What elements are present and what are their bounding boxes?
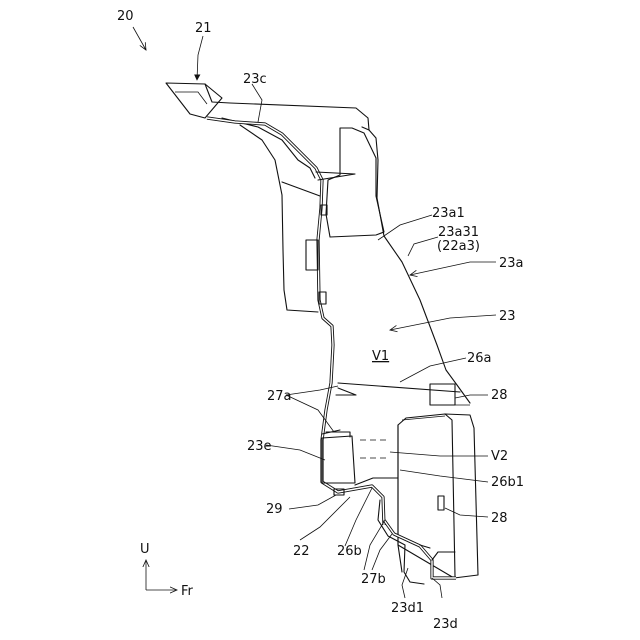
direction-axes: U Fr [140, 542, 194, 599]
label-26b: 26b [337, 544, 362, 559]
axis-front-label: Fr [181, 584, 194, 599]
label-V1: V1 [372, 349, 389, 364]
label-23d: 23d [433, 617, 458, 632]
structure-drawing [166, 83, 478, 584]
label-28-bottom: 28 [491, 511, 508, 526]
upper-shell-outline [205, 84, 369, 130]
inner-wall-23c [207, 118, 384, 525]
label-29: 29 [266, 502, 283, 517]
label-26b1: 26b1 [491, 475, 524, 490]
label-20: 20 [117, 9, 134, 24]
label-22: 22 [293, 544, 310, 559]
lower-wall-23d [384, 520, 456, 578]
axis-up-label: U [140, 542, 150, 557]
label-27b: 27b [361, 572, 386, 587]
label-28-top: 28 [491, 388, 508, 403]
label-21: 21 [195, 21, 212, 36]
flange-21 [166, 83, 222, 118]
reference-labels: 20 21 23c 23a1 23a31 (22a3) 23a 23 V1 26… [117, 9, 524, 632]
label-V2: V2 [491, 449, 508, 464]
upper-block [326, 128, 384, 237]
label-23e: 23e [247, 439, 272, 454]
label-22a3: (22a3) [437, 239, 480, 254]
label-23a: 23a [499, 256, 524, 271]
box-23e [322, 436, 355, 483]
label-23a1: 23a1 [432, 206, 465, 221]
label-23c: 23c [243, 72, 267, 87]
label-27a: 27a [267, 389, 292, 404]
label-23a31: 23a31 [438, 225, 479, 240]
label-23: 23 [499, 309, 516, 324]
label-26a: 26a [467, 351, 492, 366]
leader-lines [133, 27, 496, 598]
label-23d1: 23d1 [391, 601, 424, 616]
